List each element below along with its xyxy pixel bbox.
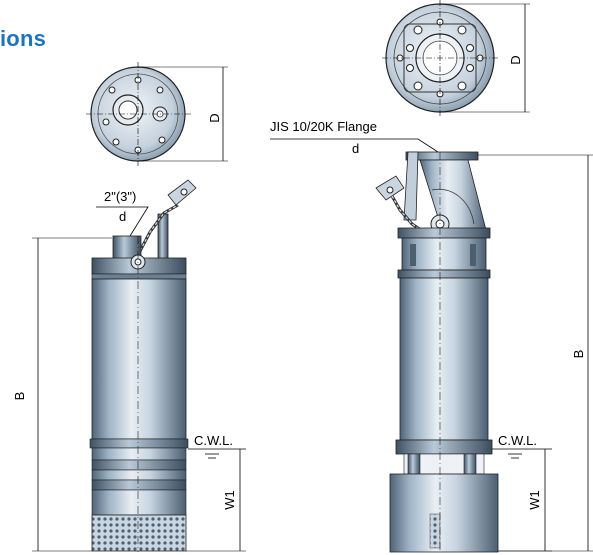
right-dim-b-label: B [571, 350, 586, 359]
section-heading: ions [0, 26, 47, 51]
right-flange-label: JIS 10/20K Flange [270, 119, 377, 134]
left-lifting-handle [136, 179, 197, 265]
right-dim-d-label: D [508, 55, 523, 64]
left-dim-w1-label: W1 [222, 490, 237, 510]
right-flange-d-label: d [352, 141, 359, 156]
left-top-view [86, 62, 192, 166]
left-pump: D 2"(3") d [12, 62, 246, 552]
left-outlet-size-label: 2"(3") [104, 189, 136, 204]
right-dim-w1-label: W1 [527, 490, 542, 510]
left-outlet-d-label: d [119, 209, 126, 224]
left-dim-b-label: B [12, 392, 27, 401]
right-cwl-label: C.W.L. [498, 433, 537, 448]
right-pump: D JIS 10/20K Flange d [270, 0, 593, 553]
left-cwl-label: C.W.L. [194, 433, 233, 448]
left-dim-d-label: D [207, 113, 222, 122]
right-top-view [382, 0, 500, 116]
